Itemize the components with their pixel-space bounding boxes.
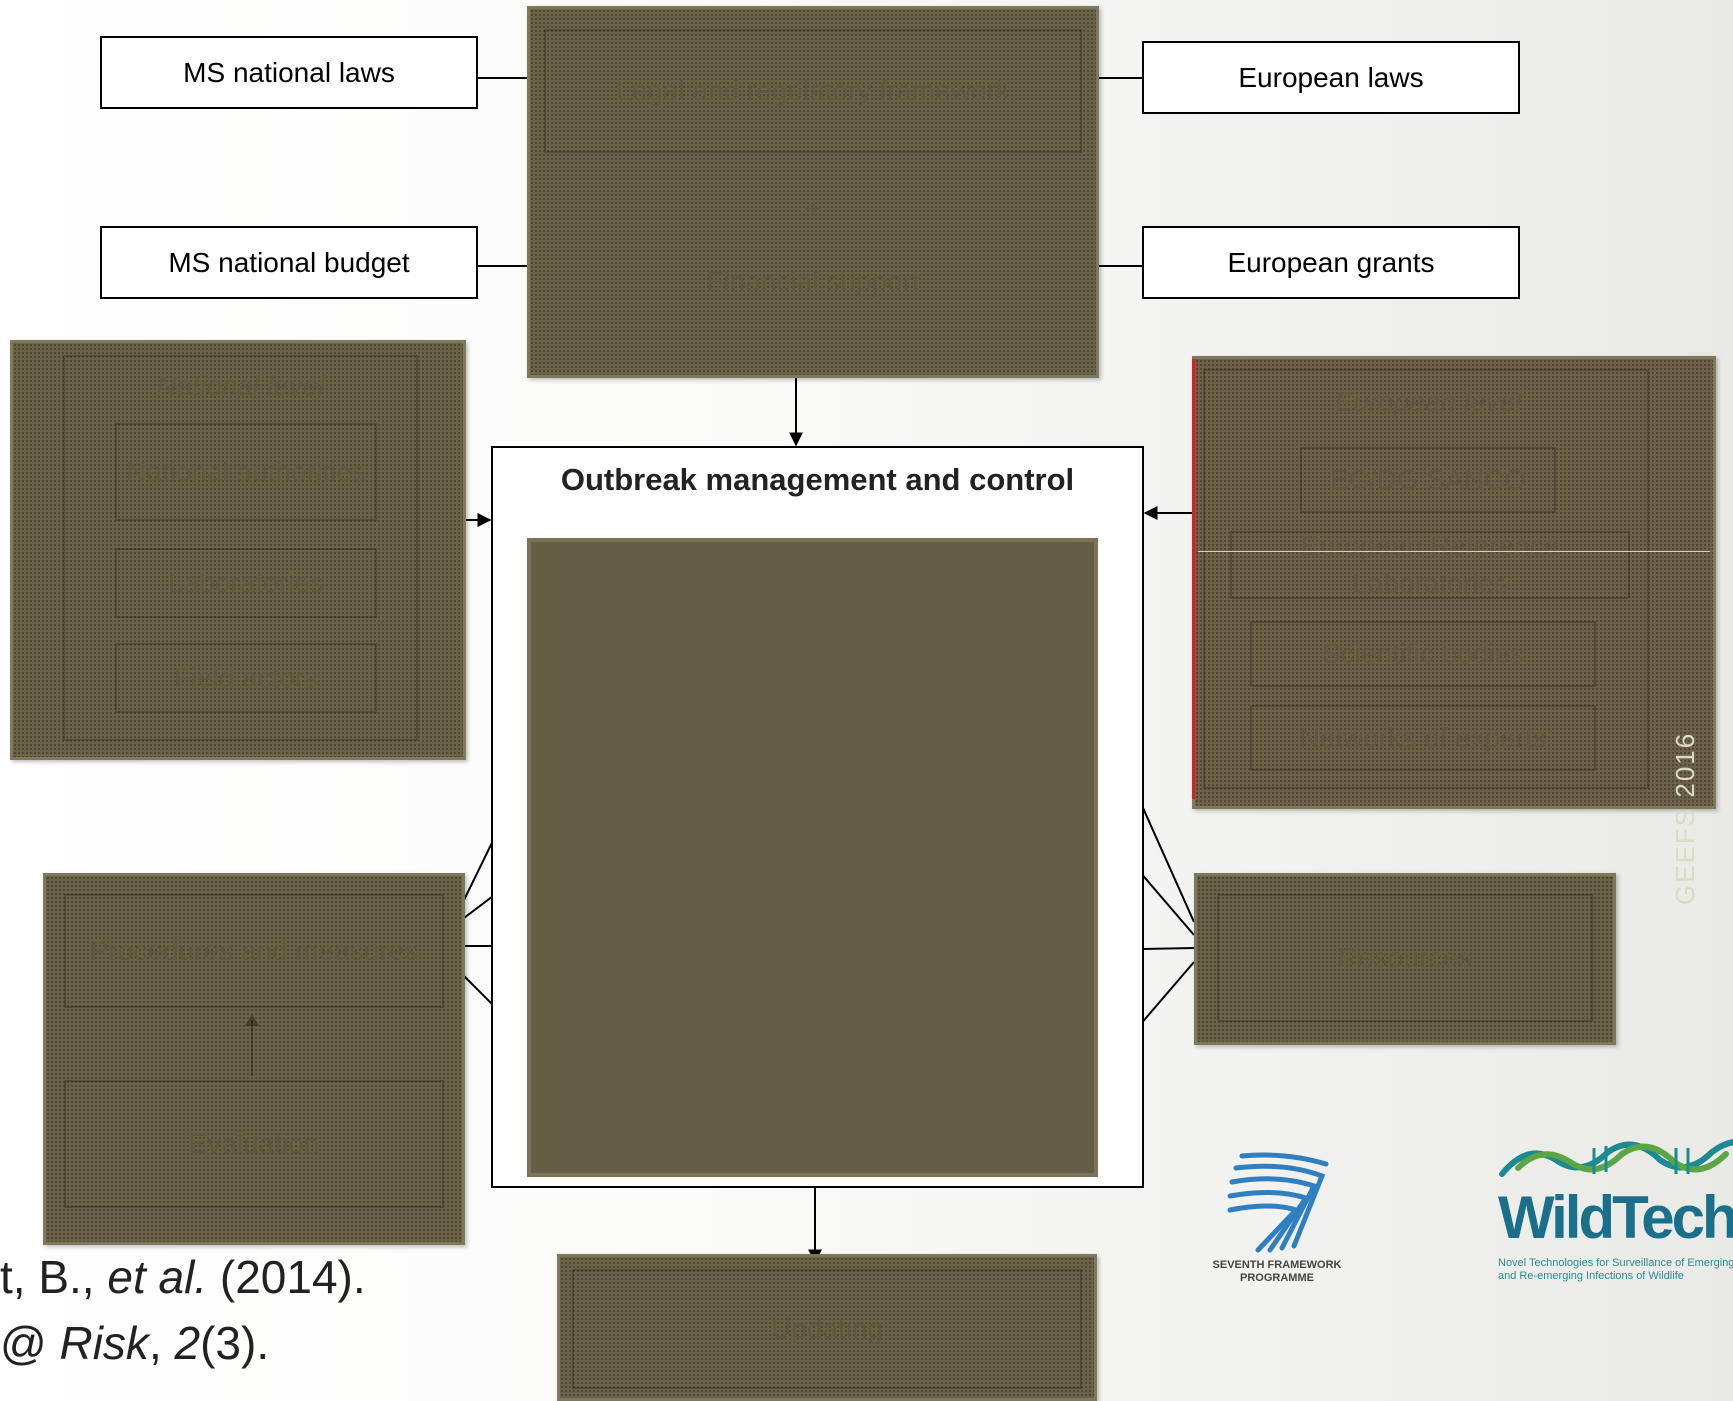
national-authorities-box: National authorities xyxy=(115,423,377,521)
european-grants-label: European grants xyxy=(1227,246,1435,278)
ms-national-laws-box: MS national laws xyxy=(100,36,478,109)
ms-national-budget-box: MS national budget xyxy=(100,226,478,299)
fp7-text: SEVENTH FRAMEWORK PROGRAMME xyxy=(1212,1259,1342,1284)
scientific-bodies-box: Scientific bodies xyxy=(1250,621,1596,687)
national-level-block: National level National authorities Labo… xyxy=(10,340,466,760)
laboratories-box: Laboratories xyxy=(115,548,377,618)
wildtech-logo: WildTech Novel Technologies for Surveill… xyxy=(1498,1138,1733,1288)
wildtech-name: WildTech xyxy=(1498,1184,1733,1251)
european-reference-labs-box: European Reference Laboratories xyxy=(1230,530,1630,599)
outbreak-management-title: Outbreak management and control xyxy=(560,462,1075,497)
ms-national-budget-label: MS national budget xyxy=(168,246,410,278)
networks-of-experts-box: Networks of experts xyxy=(1250,705,1596,771)
legal-framework-label: Legal and regulatory framework xyxy=(616,75,1010,107)
european-level-block: European level EC/DG SANCO European Refe… xyxy=(1192,356,1716,809)
european-level-frame xyxy=(1203,369,1649,789)
field-actors-box: Field actors xyxy=(115,643,377,713)
european-laws-box: European laws xyxy=(1142,41,1520,114)
national-level-title: National level xyxy=(156,370,325,402)
european-red-edge xyxy=(1192,359,1195,799)
procedures-block: Procedures and measures Evaluation xyxy=(43,873,465,1245)
european-level-title: European level xyxy=(1334,386,1522,418)
dna-helix-icon xyxy=(1499,1139,1733,1177)
legal-framework-frame: Legal and regulatory framework xyxy=(544,29,1082,153)
european-grants-box: European grants xyxy=(1142,226,1520,299)
fp7-logo: SEVENTH FRAMEWORK PROGRAMME xyxy=(1186,1146,1368,1286)
citation-line-2: @ Risk, 2(3). xyxy=(0,1317,270,1369)
european-laws-label: European laws xyxy=(1238,61,1424,93)
legal-financial-block: Legal and regulatory framework + Financi… xyxy=(527,6,1099,378)
procedures-and-measures-box: Procedures and measures xyxy=(64,894,444,1008)
geefs-vertical-label: GEEFS 2016 xyxy=(1670,731,1700,905)
resources-box: Resources xyxy=(1217,894,1593,1022)
evaluation-box: Evaluation xyxy=(64,1080,444,1208)
ms-national-laws-label: MS national laws xyxy=(183,56,395,88)
separator-line xyxy=(1198,551,1710,552)
ec-dg-sanco-box: EC/DG SANCO xyxy=(1300,447,1556,513)
wildtech-tagline: Novel Technologies for Surveillance of E… xyxy=(1498,1257,1733,1282)
plus-sign: + xyxy=(804,193,822,225)
national-level-frame xyxy=(63,355,418,741)
updating-block: Updating xyxy=(557,1254,1097,1401)
resources-block: Resources xyxy=(1194,873,1616,1045)
updating-box: Updating xyxy=(572,1269,1082,1389)
outbreak-content-panel xyxy=(527,538,1098,1177)
citation-line-1: t, B., et al. (2014). xyxy=(0,1251,366,1303)
financial-support-label: Financial support xyxy=(706,266,920,298)
evaluation-arrow xyxy=(245,1014,259,1076)
fp7-seven-icon xyxy=(1227,1152,1329,1253)
